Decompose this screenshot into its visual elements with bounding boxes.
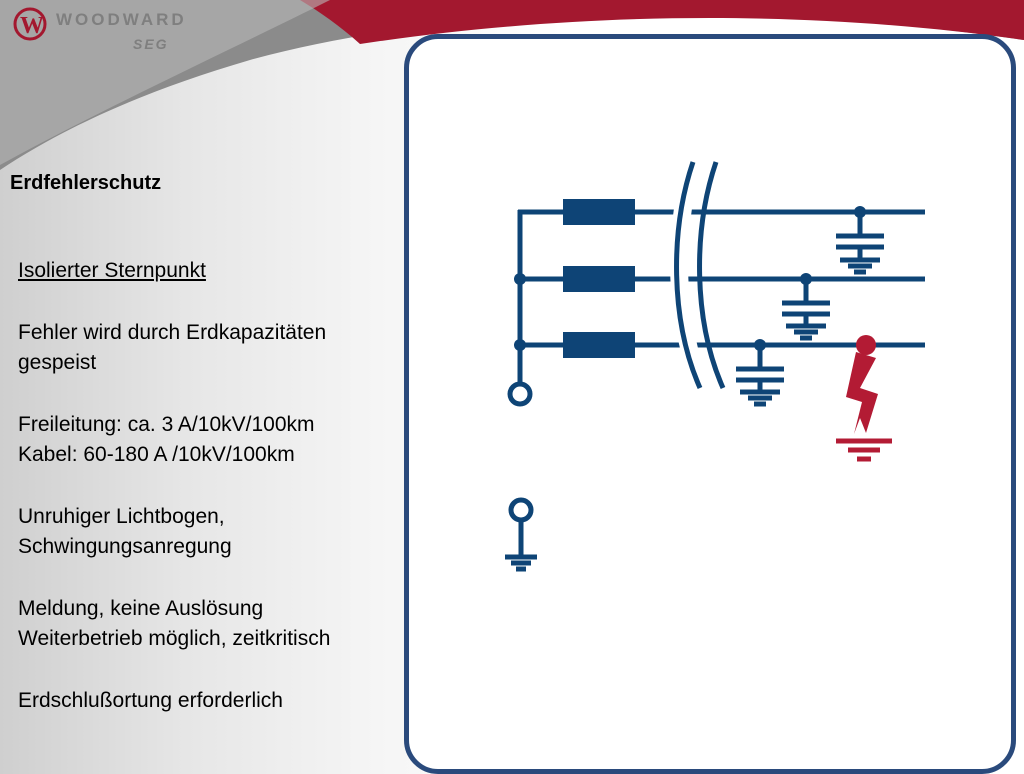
capacitor-to-ground-icon [836, 212, 884, 275]
winding-3 [563, 332, 635, 358]
fault-lightning-icon [846, 335, 878, 434]
woodward-mark-icon: W [13, 7, 47, 41]
brand-sub: SEG [133, 36, 169, 52]
bullet-locating: Erdschlußortung erforderlich [18, 689, 283, 712]
bullet-arc-line1: Unruhiger Lichtbogen, [18, 505, 225, 528]
line-break-icon [674, 161, 726, 390]
slide-title: Erdfehlerschutz [10, 172, 162, 194]
brand-name: WOODWARD [56, 10, 187, 29]
bullet-msg-line1: Meldung, keine Auslösung [18, 597, 264, 620]
neutral-terminal-icon [507, 381, 533, 407]
diagram-panel [404, 34, 1016, 774]
bullet-msg-line2: Weiterbetrieb möglich, zeitkritisch [18, 627, 331, 650]
woodward-logo: W [12, 6, 202, 54]
junction-dot [514, 273, 526, 285]
bullet-overhead: Freileitung: ca. 3 A/10kV/100km [18, 413, 315, 436]
header-swoosh [0, 0, 1024, 170]
bullet-fed-line1: Fehler wird durch Erdkapazitäten [18, 321, 327, 344]
capacitor-to-ground-icon [736, 345, 784, 407]
bullet-heading: Isolierter Sternpunkt [18, 259, 206, 282]
bullet-fed-line2: gespeist [18, 351, 97, 374]
junction-dot [514, 339, 526, 351]
svg-text:W: W [20, 13, 44, 39]
capacitor-to-ground-icon [782, 279, 830, 341]
winding-2 [563, 266, 635, 292]
isolated-neutral-icon [505, 497, 537, 572]
bullet-cable: Kabel: 60-180 A /10kV/100km [18, 443, 295, 466]
fault-ground-icon [836, 438, 892, 462]
bullet-list: Isolierter Sternpunkt Fehler wird durch … [18, 256, 408, 716]
bullet-arc-line2: Schwingungsanregung [18, 535, 232, 558]
winding-1 [563, 199, 635, 225]
